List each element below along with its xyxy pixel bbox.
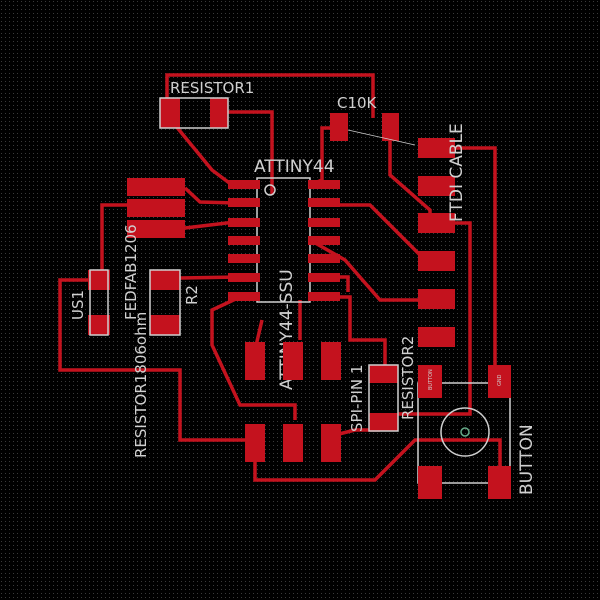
attiny-right-pins	[308, 180, 340, 301]
ftdi-cable-label: FTDI CABLE	[447, 123, 467, 222]
fedfab1206-component[interactable]: FEDFAB1206	[122, 178, 185, 320]
r2-component[interactable]: R2	[149, 269, 201, 336]
spi-pin-label: SPI-PIN 1	[348, 365, 366, 432]
resistor1-component[interactable]: RESISTOR1	[159, 79, 254, 129]
us1-component[interactable]: US1	[69, 269, 110, 336]
us1-label: US1	[69, 290, 87, 320]
c10k-label: C10K	[337, 94, 378, 112]
resistor1806-label: RESISTOR1806ohm	[132, 312, 150, 458]
attiny44-label: ATTINY44	[254, 157, 335, 177]
button-label: BUTTON	[517, 424, 537, 495]
button-pad-label: BUTTON	[428, 369, 434, 390]
button-component[interactable]: BUTTON GND BUTTON	[417, 365, 537, 499]
gnd-pad-label: GND	[497, 374, 503, 386]
attiny44-chip[interactable]: ATTINY44 ATTINY44-SSU	[228, 157, 340, 390]
resistor2-component[interactable]: RESISTOR2	[368, 336, 417, 432]
ftdi-header[interactable]: FTDI CABLE	[418, 123, 467, 347]
resistor2-label: RESISTOR2	[399, 336, 417, 420]
resistor1-label: RESISTOR1	[170, 79, 254, 97]
attiny-left-pins	[228, 180, 260, 301]
c10k-component[interactable]: C10K	[330, 94, 416, 146]
fedfab-label: FEDFAB1206	[122, 224, 140, 320]
r2-label: R2	[183, 285, 201, 305]
spi-header[interactable]: SPI-PIN 1	[245, 342, 366, 462]
